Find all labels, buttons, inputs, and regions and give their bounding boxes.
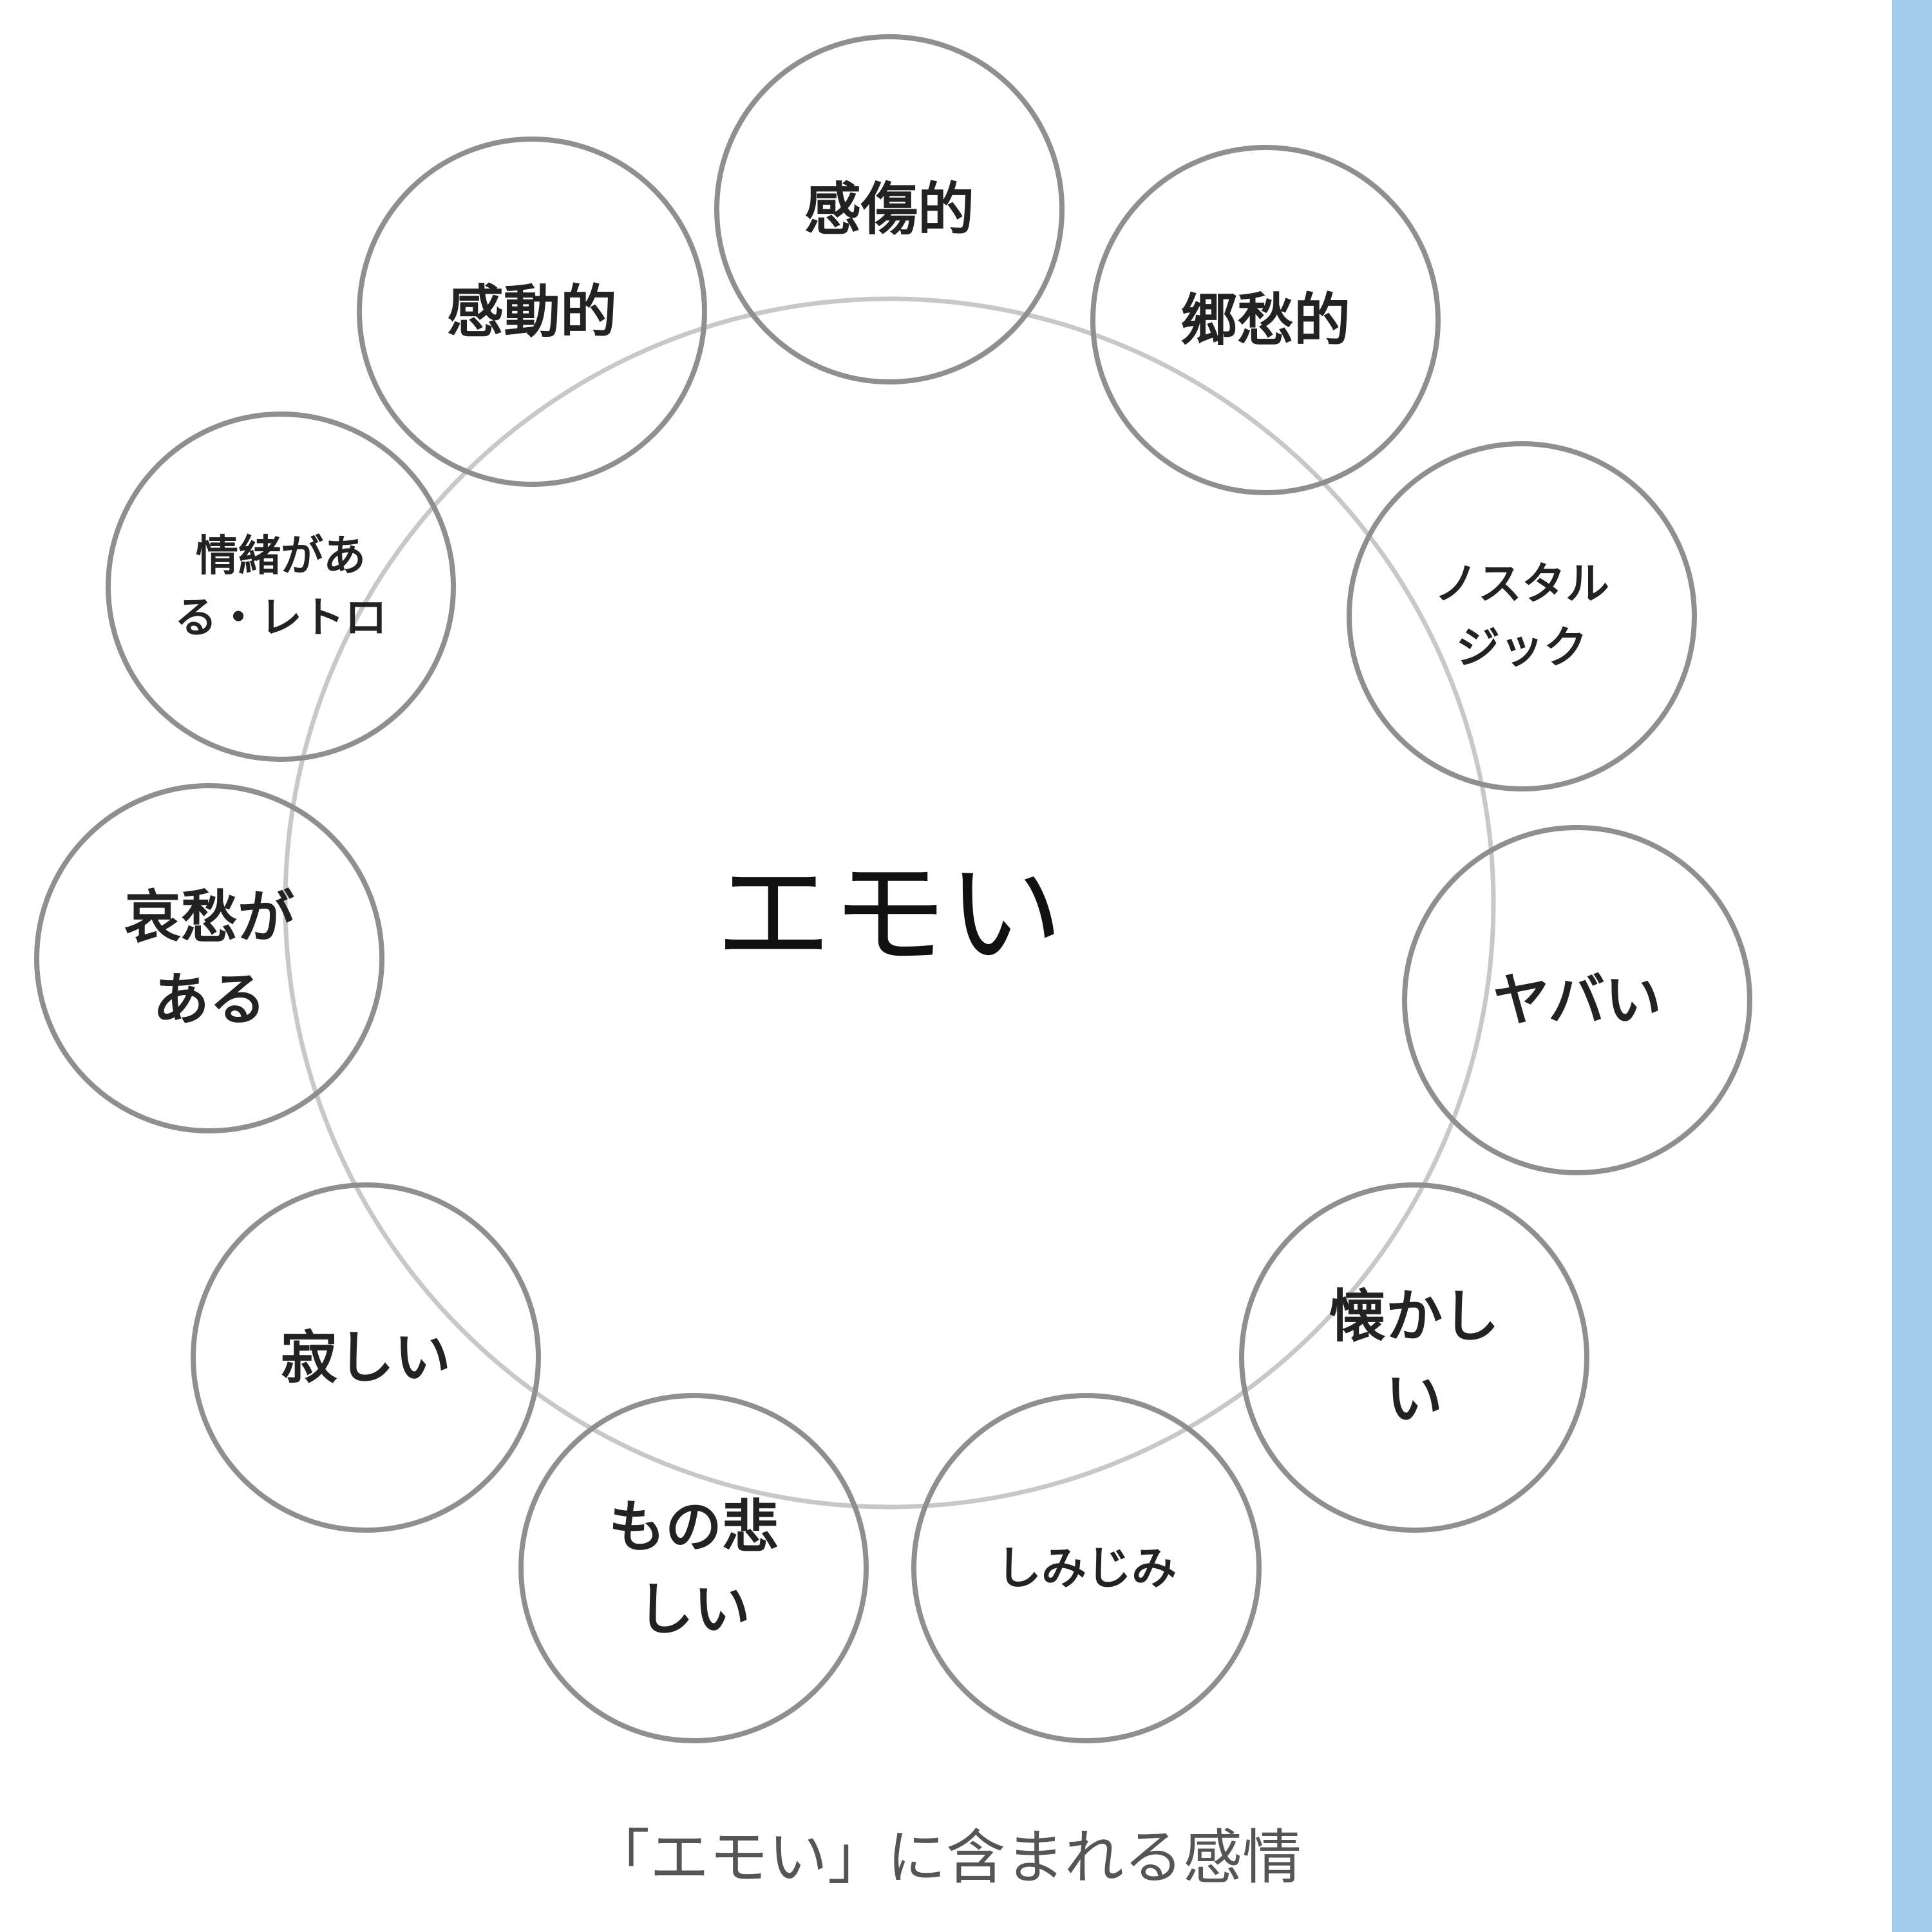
emotion-node-circle bbox=[1402, 825, 1752, 1175]
emotion-node: 寂しい bbox=[191, 1182, 541, 1533]
side-scrollbar bbox=[1892, 0, 1932, 1932]
emotion-node-circle bbox=[106, 412, 456, 762]
emotion-node-label: 感動的 bbox=[447, 279, 617, 345]
emotion-node-label: ノスタル bbox=[1434, 559, 1609, 610]
emotion-node-label: 寂しい bbox=[281, 1325, 451, 1391]
emotion-node: 感動的 bbox=[357, 137, 707, 487]
emotion-node: しみじみ bbox=[911, 1393, 1262, 1743]
emotion-node-label: 哀愁が bbox=[124, 884, 294, 951]
emotion-node-label: しみじみ bbox=[996, 1542, 1177, 1595]
emotion-node-label: る・レトロ bbox=[175, 592, 387, 642]
emotion-node-label: 情緒があ bbox=[196, 531, 366, 581]
emotion-node-circle bbox=[357, 137, 707, 487]
emotion-node-label: 懐かし bbox=[1329, 1283, 1499, 1350]
emotion-node-circle bbox=[191, 1182, 541, 1533]
emotion-node-circle bbox=[714, 34, 1065, 384]
emotion-nodes: 感傷的郷愁的ノスタルジックヤバい懐かしいしみじみもの悲しい寂しい哀愁がある情緒が… bbox=[34, 34, 1752, 1743]
emotion-node: 感傷的 bbox=[714, 34, 1065, 384]
diagram-caption: 「エモい」に含まれる感情 bbox=[590, 1823, 1302, 1892]
emotion-node: 郷愁的 bbox=[1090, 145, 1441, 495]
emotion-node-label: 郷愁的 bbox=[1180, 287, 1350, 354]
emotion-node-circle bbox=[518, 1393, 869, 1743]
center-label: エモい bbox=[715, 848, 1063, 982]
emotion-node-circle bbox=[34, 783, 384, 1133]
emotion-node-label: 感傷的 bbox=[804, 176, 974, 243]
emotion-node-label: ヤバい bbox=[1493, 967, 1662, 1034]
emotion-node-label: い bbox=[1386, 1365, 1443, 1432]
emotion-node: ヤバい bbox=[1402, 825, 1752, 1175]
emotion-node-circle bbox=[1090, 145, 1441, 495]
emotion-node-label: ある bbox=[153, 966, 266, 1032]
emotion-node-label: しい bbox=[637, 1576, 750, 1642]
emotion-node-label: もの悲 bbox=[609, 1494, 779, 1560]
emotion-node-label: ジック bbox=[1456, 623, 1587, 674]
central-ring bbox=[283, 296, 1496, 1510]
emotion-node-circle bbox=[1347, 441, 1697, 791]
emotion-node-circle bbox=[911, 1393, 1262, 1743]
emotion-node-circle bbox=[1239, 1182, 1589, 1533]
